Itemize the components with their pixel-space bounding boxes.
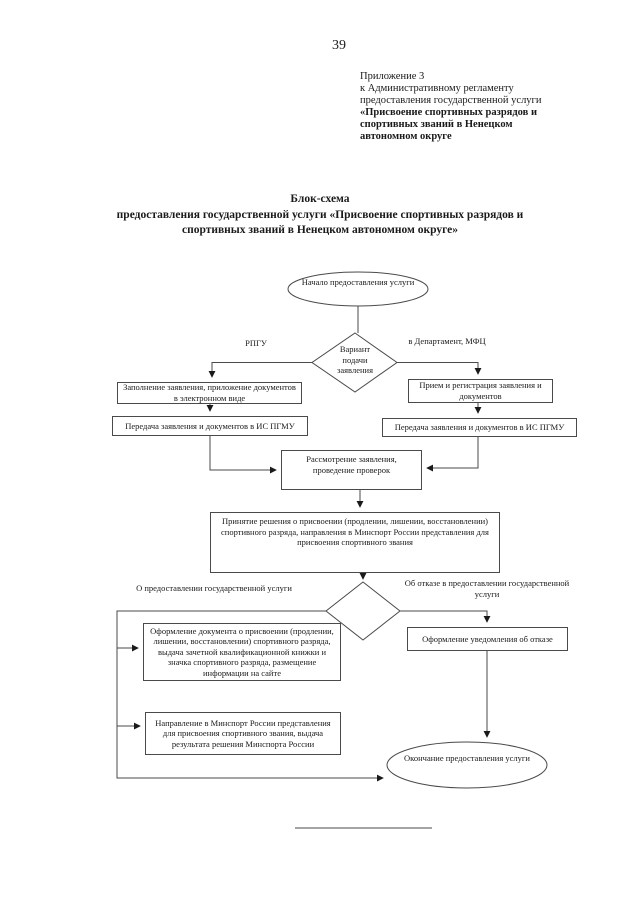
node-decision: Принятие решения о присвоении (продлении… bbox=[210, 512, 500, 573]
title-line: предоставления государственной услуги «П… bbox=[116, 208, 524, 221]
outcome-diamond bbox=[325, 581, 401, 641]
branch-label-department-mfc: в Департамент, МФЦ bbox=[408, 336, 486, 346]
node-receive-register: Прием и регистрация заявления и документ… bbox=[408, 379, 553, 403]
node-end-label: Окончание предоставления услуги bbox=[404, 753, 530, 763]
appendix-line: спортивных званий в Ненецком bbox=[360, 118, 513, 130]
title-line: Блок-схема bbox=[290, 193, 350, 205]
document-title: Блок-схема предоставления государственно… bbox=[0, 192, 640, 239]
node-transfer-left: Передача заявления и документов в ИС ПГМ… bbox=[112, 416, 308, 436]
title-line: спортивных званий в Ненецком автономном … bbox=[181, 224, 459, 236]
connector-right-to-review bbox=[426, 437, 479, 472]
connector-grant-path bbox=[116, 610, 384, 782]
appendix-line: автономном округе bbox=[360, 130, 452, 142]
node-start-label: Начало предоставления услуги bbox=[301, 277, 415, 287]
appendix-line: Приложение 3 bbox=[360, 71, 425, 82]
connector-refuse-path bbox=[400, 610, 491, 623]
appendix-block: Приложение 3 к Административному регламе… bbox=[360, 71, 595, 142]
node-review: Рассмотрение заявления, проведение прове… bbox=[281, 450, 422, 490]
variant-diamond bbox=[311, 332, 398, 393]
node-fill-application: Заполнение заявления, приложение докумен… bbox=[117, 382, 302, 404]
appendix-line: предоставления государственной услуги bbox=[360, 94, 542, 106]
appendix-line: к Административному регламенту bbox=[360, 82, 514, 94]
end-ellipse bbox=[386, 741, 548, 789]
node-issue-document: Оформление документа о присвоении (продл… bbox=[143, 623, 341, 681]
connector-branch-left bbox=[208, 362, 312, 378]
appendix-line: «Присвоение спортивных разрядов и bbox=[360, 106, 537, 118]
node-send-minsport: Направление в Минспорт России представле… bbox=[145, 712, 341, 755]
node-refusal-notice: Оформление уведомления об отказе bbox=[407, 627, 568, 651]
outcome-refuse-label: Об отказе в предоставлении государственн… bbox=[404, 578, 570, 599]
connector-left-to-review bbox=[209, 436, 277, 474]
page-number: 39 bbox=[332, 38, 346, 53]
branch-label-rpgu: РПГУ bbox=[245, 338, 267, 348]
connector-branch-right bbox=[397, 362, 482, 375]
outcome-grant-label: О предоставлении государственной услуги bbox=[136, 583, 292, 593]
node-transfer-right: Передача заявления и документов в ИС ПГМ… bbox=[382, 418, 577, 437]
node-variant-diamond-label: Вариант подачи заявления bbox=[337, 344, 373, 376]
